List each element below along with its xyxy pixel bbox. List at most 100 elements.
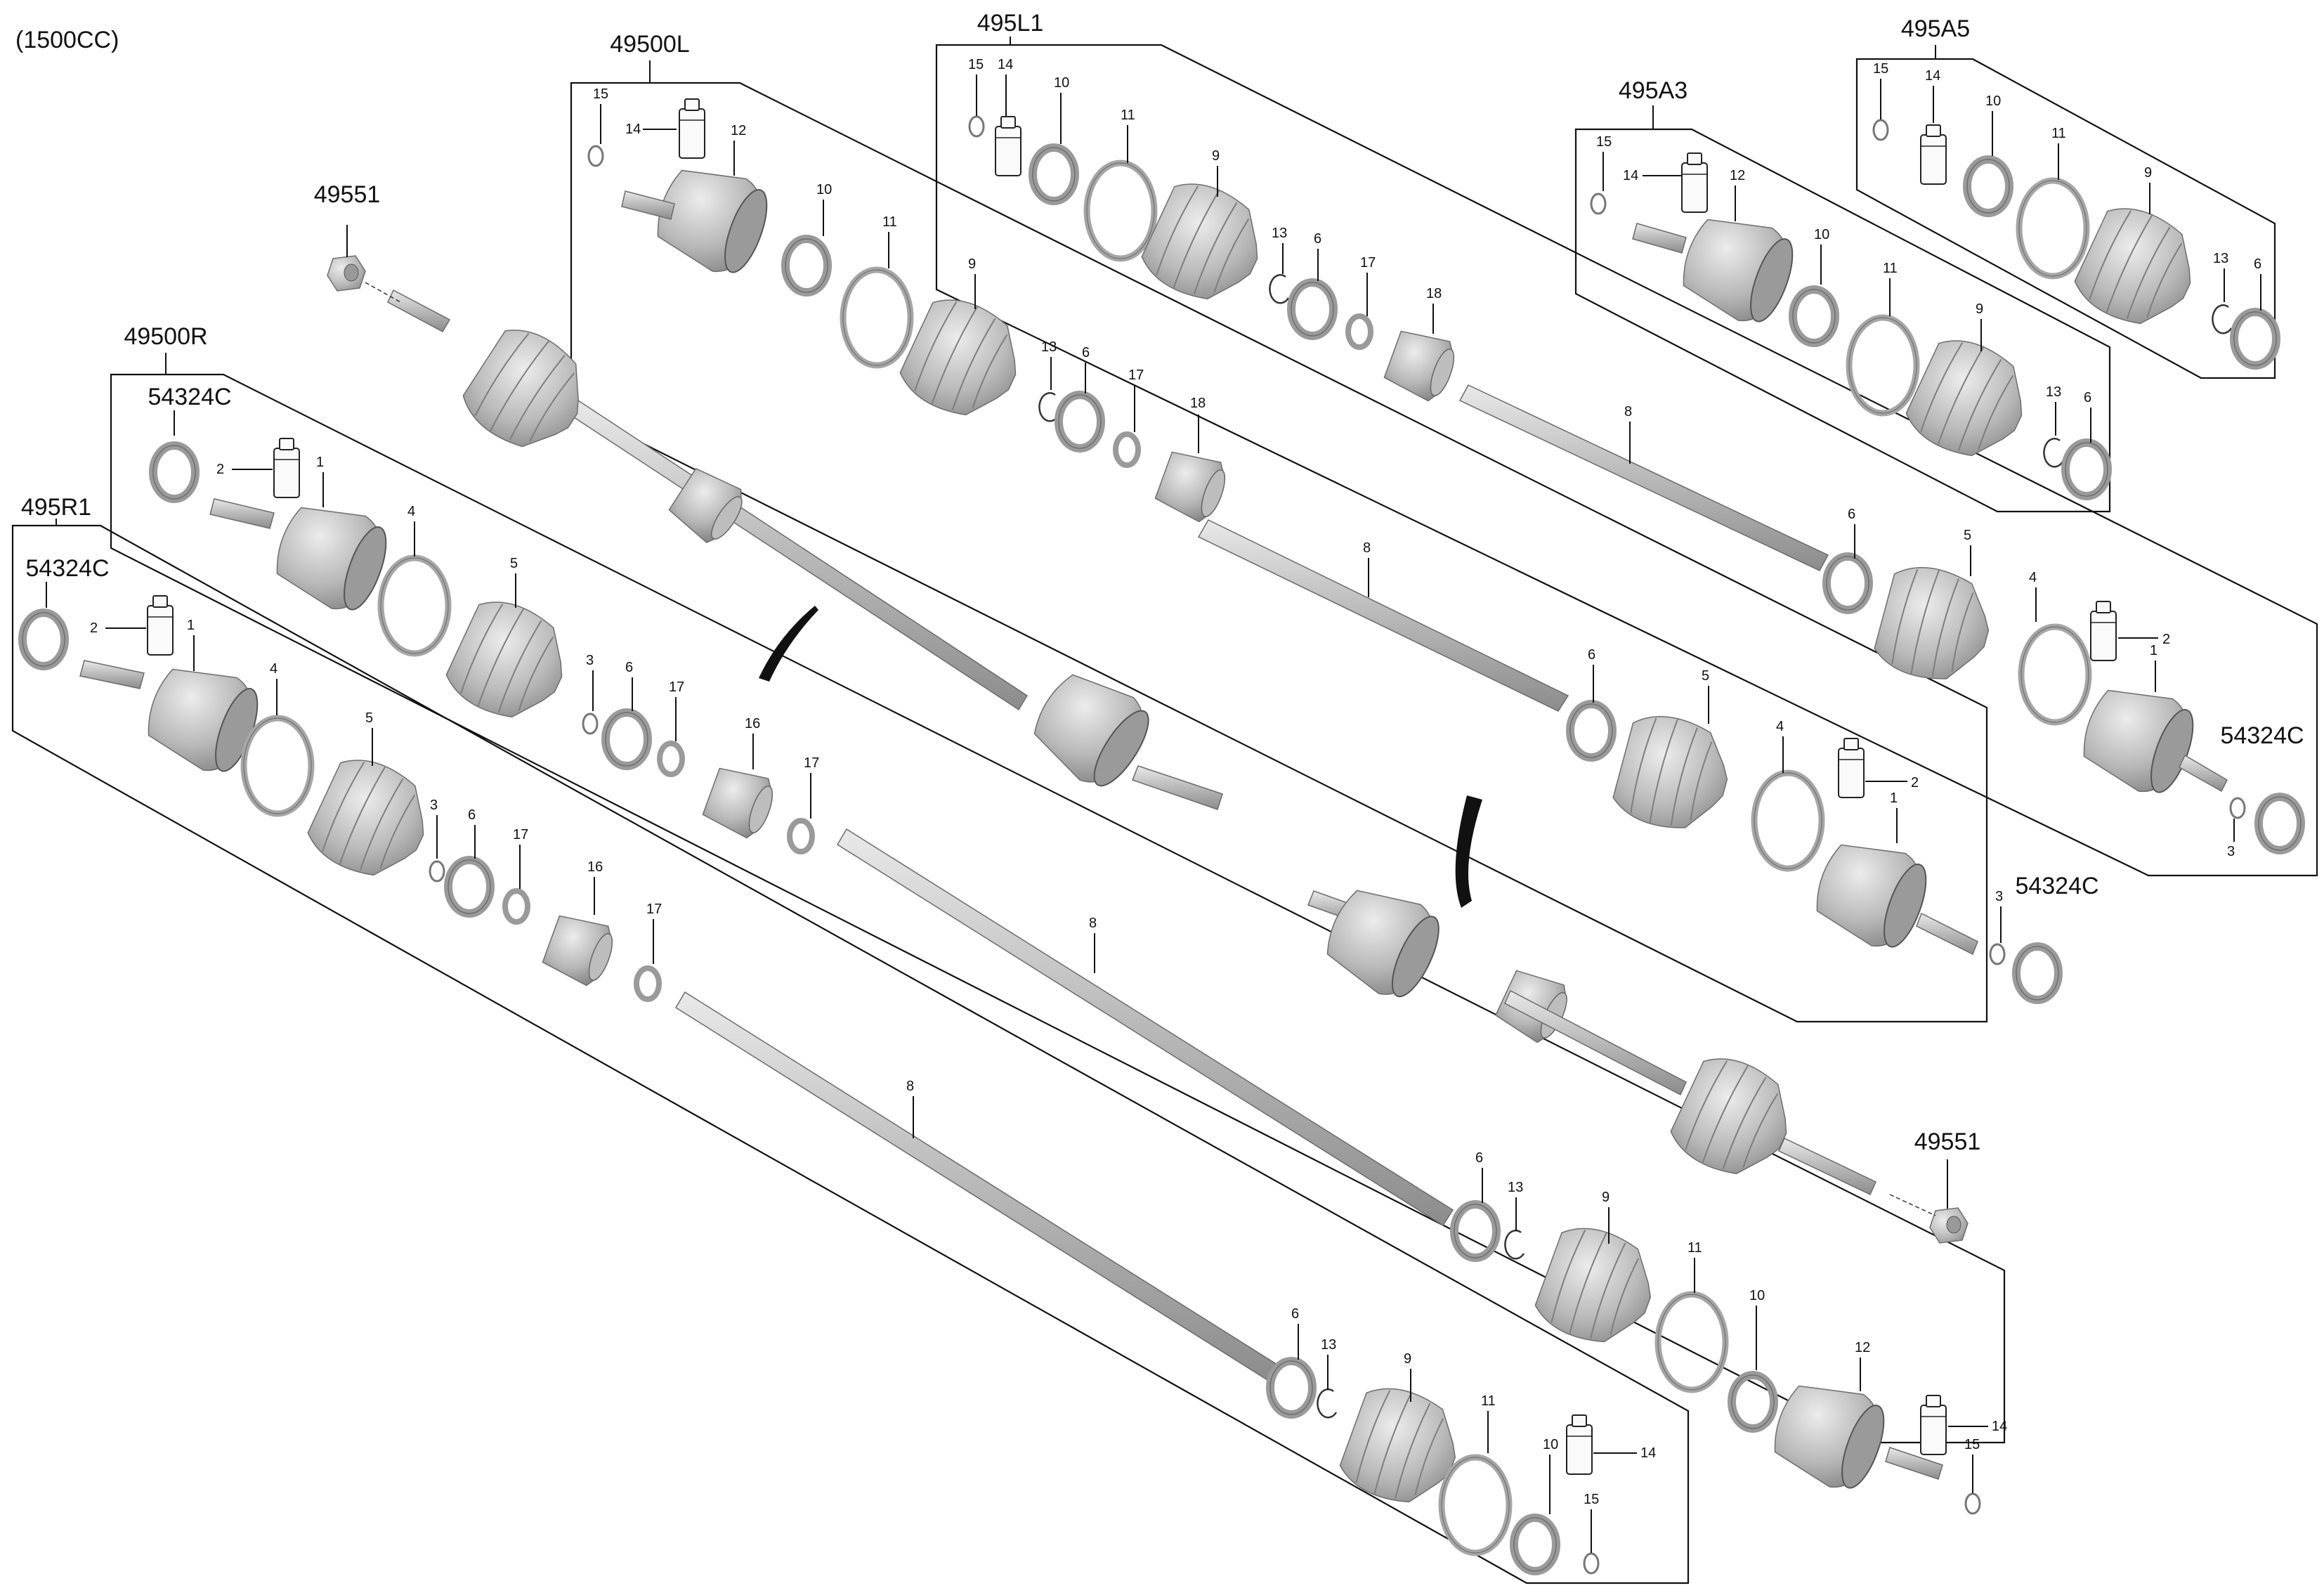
label-49500R: 49500R xyxy=(124,323,207,350)
svg-text:13: 13 xyxy=(1508,1180,1523,1195)
label-495A3: 495A3 xyxy=(1619,77,1687,104)
svg-text:6: 6 xyxy=(2254,256,2261,272)
hub-nut-top: 49551 xyxy=(314,181,401,303)
svg-text:4: 4 xyxy=(270,661,278,677)
svg-text:6: 6 xyxy=(468,807,476,823)
assembly-frame-495R1: 495R1 xyxy=(11,494,1690,1584)
svg-text:16: 16 xyxy=(745,716,760,731)
svg-text:1: 1 xyxy=(316,455,324,470)
page-title: (1500CC) xyxy=(15,27,119,53)
label-495A5: 495A5 xyxy=(1901,15,1970,42)
assembly-frame-495A3: 495A3 xyxy=(1574,77,2111,513)
svg-text:11: 11 xyxy=(1481,1393,1496,1409)
svg-text:10: 10 xyxy=(1814,227,1829,242)
svg-text:3: 3 xyxy=(2227,844,2235,859)
svg-text:4: 4 xyxy=(407,504,415,519)
svg-text:3: 3 xyxy=(1995,889,2003,904)
svg-text:3: 3 xyxy=(430,798,438,813)
svg-text:12: 12 xyxy=(731,123,746,138)
assembly-495L1-parts: 15 14 10 11 9 13 6 17 18 8 6 5 4 xyxy=(968,57,2304,859)
svg-text:8: 8 xyxy=(906,1079,914,1094)
label-49551-bottom: 49551 xyxy=(1914,1128,1981,1155)
svg-text:13: 13 xyxy=(1272,226,1287,241)
svg-text:17: 17 xyxy=(1128,367,1144,383)
svg-text:9: 9 xyxy=(2144,165,2152,181)
svg-text:5: 5 xyxy=(1964,528,1971,543)
label-49500L: 49500L xyxy=(610,31,689,58)
svg-text:6: 6 xyxy=(1314,231,1321,247)
svg-text:15: 15 xyxy=(1964,1437,1980,1452)
svg-text:11: 11 xyxy=(1687,1240,1702,1256)
hub-nut-bottom: 49551 xyxy=(1889,1128,1981,1244)
svg-text:11: 11 xyxy=(882,214,897,230)
svg-text:6: 6 xyxy=(1082,345,1090,360)
svg-text:4: 4 xyxy=(2029,570,2037,585)
svg-text:17: 17 xyxy=(646,902,662,917)
svg-text:15: 15 xyxy=(1873,61,1888,77)
svg-text:13: 13 xyxy=(2213,251,2228,266)
svg-text:10: 10 xyxy=(816,182,832,197)
assembly-495A5-parts: 15 14 10 11 9 13 6 xyxy=(1872,61,2276,365)
label-54324C-r: 54324C xyxy=(2220,722,2304,749)
svg-text:4: 4 xyxy=(1776,719,1784,734)
svg-text:12: 12 xyxy=(1855,1340,1870,1355)
svg-text:17: 17 xyxy=(1360,255,1376,271)
assembly-49500L-parts: 15 14 12 10 11 9 13 6 17 18 8 6 xyxy=(587,86,2099,1000)
svg-text:6: 6 xyxy=(625,660,633,675)
svg-text:8: 8 xyxy=(1089,916,1097,931)
svg-text:1: 1 xyxy=(1890,790,1898,806)
svg-text:14: 14 xyxy=(1640,1445,1656,1461)
label-495R1: 495R1 xyxy=(21,494,91,521)
svg-text:5: 5 xyxy=(365,710,373,726)
svg-text:14: 14 xyxy=(1925,68,1940,84)
assembly-frame-495L1: 495L1 xyxy=(935,10,2318,877)
svg-text:10: 10 xyxy=(1054,75,1069,91)
svg-text:15: 15 xyxy=(968,57,984,72)
assembly-495A3-parts: 15 14 12 10 11 9 13 6 xyxy=(1590,134,2108,496)
svg-text:1: 1 xyxy=(187,618,195,633)
svg-text:10: 10 xyxy=(1749,1288,1765,1303)
assembly-frame-49500L: 49500L xyxy=(570,31,1988,1023)
svg-text:15: 15 xyxy=(1584,1492,1599,1507)
svg-text:13: 13 xyxy=(1321,1337,1336,1353)
svg-text:9: 9 xyxy=(1212,148,1220,164)
connector-arrow-upper xyxy=(759,606,818,682)
svg-text:9: 9 xyxy=(1404,1351,1411,1367)
assembly-495R1-parts: 54324C 2 1 4 5 3 6 17 16 17 8 6 xyxy=(22,555,1656,1573)
svg-text:13: 13 xyxy=(1041,339,1057,355)
drive-shaft-main-upper xyxy=(387,289,1223,810)
svg-text:2: 2 xyxy=(216,462,224,477)
label-54324C-49500R: 54324C xyxy=(148,384,231,410)
svg-text:18: 18 xyxy=(1190,396,1206,411)
label-495L1: 495L1 xyxy=(977,10,1044,37)
label-54324C-495R1: 54324C xyxy=(25,555,109,582)
svg-text:2: 2 xyxy=(2162,632,2170,647)
drive-shaft-main-lower xyxy=(1307,873,1876,1196)
svg-text:11: 11 xyxy=(2051,126,2066,141)
svg-text:11: 11 xyxy=(1883,261,1898,276)
assembly-frame-495A5: 495A5 xyxy=(1855,15,2276,379)
svg-text:15: 15 xyxy=(1596,134,1612,150)
svg-text:5: 5 xyxy=(510,556,518,571)
svg-text:9: 9 xyxy=(968,256,976,272)
svg-text:13: 13 xyxy=(2046,384,2061,400)
label-49551-top: 49551 xyxy=(314,181,381,208)
svg-text:18: 18 xyxy=(1426,286,1442,301)
svg-text:3: 3 xyxy=(586,653,594,668)
connector-arrow-lower xyxy=(1455,795,1482,908)
svg-text:6: 6 xyxy=(2084,390,2091,405)
svg-text:8: 8 xyxy=(1363,540,1371,556)
svg-text:17: 17 xyxy=(513,827,528,842)
svg-text:10: 10 xyxy=(1985,93,2001,109)
svg-text:5: 5 xyxy=(1702,668,1709,684)
label-54324C-l: 54324C xyxy=(2015,873,2098,899)
svg-text:14: 14 xyxy=(625,122,641,137)
assembly-frame-49500R: 49500R xyxy=(110,323,2006,1444)
svg-text:2: 2 xyxy=(90,620,98,636)
svg-text:14: 14 xyxy=(998,57,1013,72)
svg-text:17: 17 xyxy=(669,679,684,695)
svg-text:9: 9 xyxy=(1602,1190,1610,1205)
svg-text:11: 11 xyxy=(1121,108,1135,123)
svg-text:1: 1 xyxy=(2150,643,2157,658)
